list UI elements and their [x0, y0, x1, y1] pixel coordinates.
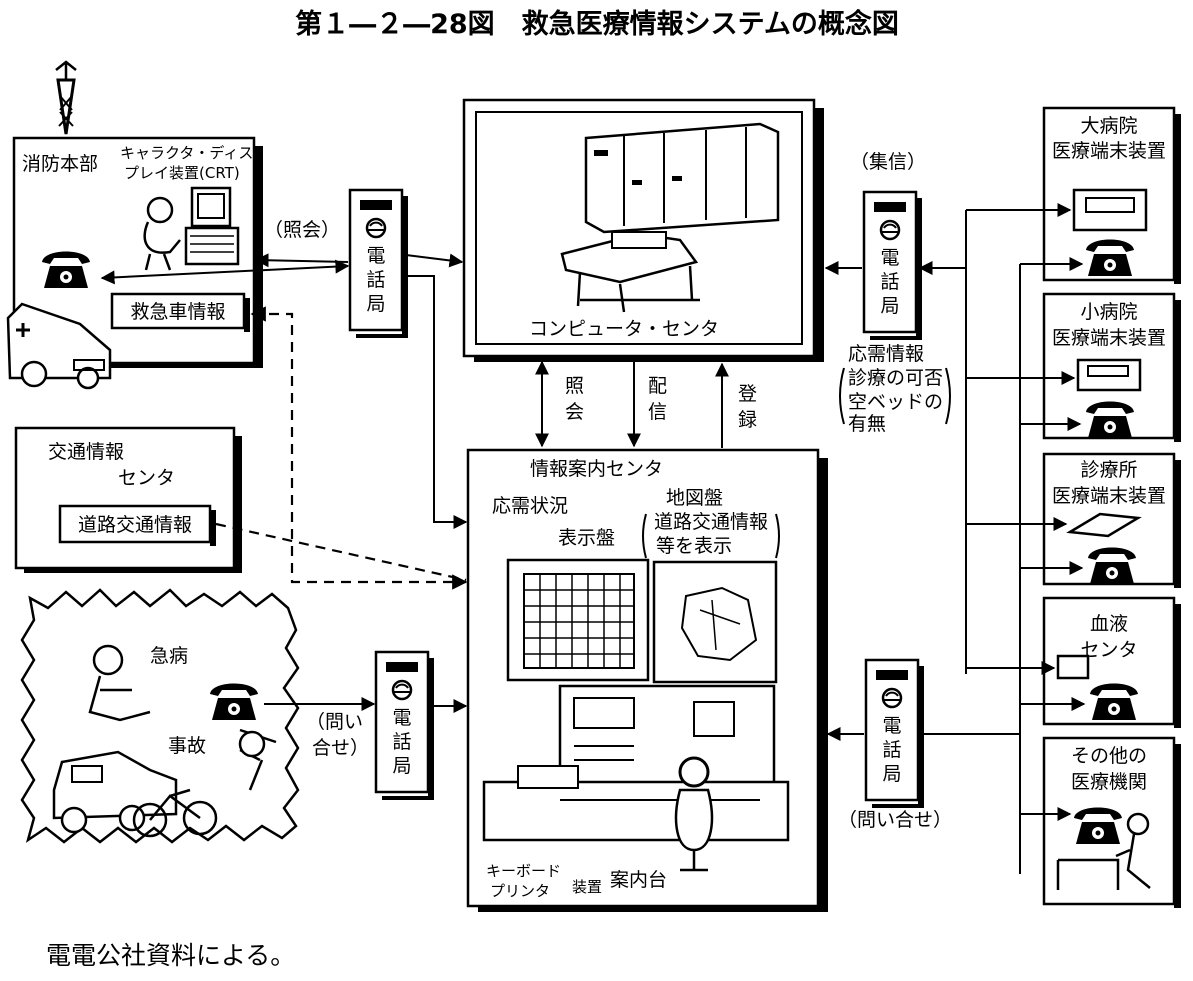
svg-text:局: 局 — [882, 763, 901, 785]
svg-text:医療端末装置: 医療端末装置 — [1052, 485, 1166, 507]
printer-label: プリンタ — [490, 882, 550, 900]
ask-label-line2: 合せ） — [312, 737, 369, 759]
road-traffic-info-label: 道路交通情報 — [78, 514, 192, 536]
facility-blood-center: 血液 センタ — [1042, 596, 1181, 728]
svg-text:話: 話 — [882, 739, 901, 761]
map-board-line3: 等を表示 — [656, 535, 732, 557]
exchange-fire: 電 話 局 — [348, 188, 410, 340]
traffic-center-line1: 交通情報 — [48, 441, 124, 463]
terminal-icon — [1056, 654, 1090, 680]
inquiry-v1: 照 — [565, 375, 584, 397]
svg-text:応需情報: 応需情報 — [848, 343, 924, 365]
operator-icon — [143, 186, 240, 271]
telephone-icon — [1088, 547, 1136, 584]
keyboard-label-line2: 装置 — [572, 878, 602, 896]
svg-text:血液: 血液 — [1090, 613, 1128, 635]
info-guidance-center: 情報案内センタ 応需状況 表示盤 地図盤 道路交通情報 等を表示 — [466, 448, 828, 912]
info-center-name: 情報案内センタ — [530, 458, 663, 480]
svg-text:その他の: その他の — [1071, 745, 1147, 767]
map-board-line2: 道路交通情報 — [654, 511, 768, 533]
exchange-collect: 電 話 局 — [862, 190, 924, 342]
terminal-icon — [1076, 358, 1142, 392]
svg-text:電: 電 — [882, 715, 901, 737]
inquiry-label: （照会） — [264, 219, 340, 241]
svg-text:電: 電 — [880, 247, 899, 269]
terminal-icon — [1066, 512, 1142, 538]
ambulance-icon — [6, 302, 112, 390]
status-board-icon — [506, 558, 650, 682]
svg-text:電: 電 — [392, 707, 411, 729]
collect-label: （集信） — [850, 151, 926, 173]
telephone-icon — [1090, 683, 1138, 720]
telephone-icon — [42, 251, 90, 288]
map-board-icon — [652, 560, 778, 684]
desk-label: 案内台 — [610, 869, 667, 891]
bicycle-icon — [132, 788, 218, 838]
fire-hq-name: 消防本部 — [22, 153, 98, 175]
svg-text:医療機関: 医療機関 — [1071, 771, 1147, 793]
status-board-line1: 応需状況 — [492, 495, 568, 517]
delivery-v2: 信 — [648, 401, 667, 423]
ask-label-bottom: （問い合せ） — [838, 809, 952, 831]
exchange-inquiry: 電 話 局 — [374, 650, 436, 802]
incident-scene: 急病 事故 — [20, 588, 300, 844]
computer-center: コンピュータ・センタ — [462, 98, 824, 362]
response-info-note: 応需情報 診療の可否 空ベッドの 有無 — [839, 343, 951, 435]
telephone-icon — [1086, 239, 1134, 276]
ask-label-line1: （問い — [306, 711, 363, 733]
computer-center-name: コンピュータ・センタ — [529, 318, 719, 340]
source-note: 電電公社資料による。 — [46, 941, 295, 970]
accident-label: 事故 — [168, 735, 206, 757]
register-v2: 録 — [738, 409, 757, 431]
mainframe-icon — [560, 122, 780, 313]
svg-text:局: 局 — [366, 293, 385, 315]
car-icon — [52, 750, 178, 834]
svg-text:話: 話 — [392, 731, 411, 753]
facility-small-hospital: 小病院 医療端末装置 — [1042, 292, 1181, 442]
patient-icon — [88, 644, 277, 791]
ambulance-info-label: 救急車情報 — [130, 301, 225, 323]
illness-label: 急病 — [150, 645, 188, 667]
keyboard-label-line1: キーボード — [486, 862, 561, 880]
svg-text:医療端末装置: 医療端末装置 — [1052, 140, 1166, 162]
facility-other: その他の 医療機関 — [1042, 736, 1181, 908]
traffic-info-center: 交通情報 センタ 道路交通情報 — [14, 426, 242, 573]
crt-label-line1: キャラクタ・ディス — [120, 144, 253, 162]
traffic-center-line2: センタ — [118, 467, 175, 489]
telephone-icon — [210, 683, 258, 720]
register-v1: 登 — [738, 383, 757, 405]
svg-text:小病院: 小病院 — [1080, 301, 1137, 323]
svg-text:有無: 有無 — [848, 413, 886, 435]
svg-text:局: 局 — [392, 755, 411, 777]
antenna-tower-icon — [55, 60, 77, 135]
svg-text:空ベッドの: 空ベッドの — [848, 391, 943, 413]
svg-text:センタ: センタ — [1080, 639, 1137, 661]
svg-text:大病院: 大病院 — [1080, 115, 1137, 137]
inquiry-v2: 会 — [565, 401, 584, 423]
figure-title: 第１―２―28図 救急医療情報システムの概念図 — [295, 8, 899, 40]
svg-text:電: 電 — [366, 245, 385, 267]
map-board-line1: 地図盤 — [666, 487, 723, 509]
svg-text:話: 話 — [880, 271, 899, 293]
svg-text:診療の可否: 診療の可否 — [848, 367, 943, 389]
facility-large-hospital: 大病院 医療端末装置 — [1042, 106, 1181, 284]
svg-text:話: 話 — [366, 269, 385, 291]
delivery-v1: 配 — [648, 375, 667, 397]
console-icon — [482, 684, 790, 872]
svg-text:医療端末装置: 医療端末装置 — [1052, 327, 1166, 349]
status-board-line2: 表示盤 — [558, 527, 615, 549]
exchange-medical: 電 話 局 — [864, 658, 926, 810]
svg-text:診療所: 診療所 — [1080, 459, 1137, 481]
terminal-icon — [1072, 188, 1148, 232]
telephone-icon — [1074, 807, 1122, 844]
connections — [100, 203, 1086, 874]
crt-label-line2: プレイ装置(CRT) — [124, 164, 240, 182]
telephone-icon — [1086, 401, 1134, 438]
svg-text:局: 局 — [880, 295, 899, 317]
